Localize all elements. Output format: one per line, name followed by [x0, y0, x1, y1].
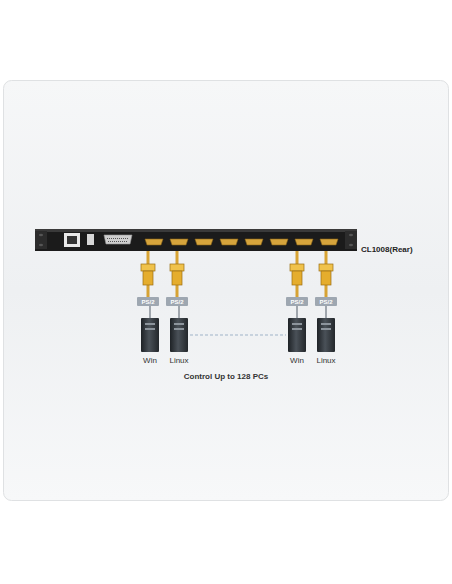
- caption-note: Control Up to 128 PCs: [184, 372, 268, 381]
- ps2-cable: [325, 306, 327, 318]
- port-tag: PS/2: [315, 297, 337, 306]
- cable-plugs: [141, 264, 333, 285]
- port-label: PS/2: [141, 299, 154, 305]
- drive-bay: [174, 328, 184, 330]
- ear-hole: [349, 234, 353, 237]
- pc-tower: Linux: [170, 318, 188, 352]
- rack-ear: [35, 231, 47, 249]
- port-tag: PS/2: [286, 297, 308, 306]
- console-port: [104, 235, 132, 244]
- port-label: PS/2: [170, 299, 183, 305]
- ear-hole: [349, 244, 353, 247]
- drive-bay: [174, 323, 184, 325]
- pc-tower: Win: [288, 318, 306, 352]
- port-pins: [107, 238, 129, 239]
- ps2-cable: [178, 306, 180, 318]
- pc-tower: Linux: [317, 318, 335, 352]
- kvm-switch: CL1008(Rear): [35, 229, 357, 251]
- power-switch: [87, 234, 94, 245]
- port-tag: PS/2: [166, 297, 188, 306]
- drive-bay: [145, 328, 155, 330]
- port-pins: [108, 241, 128, 242]
- port-label: PS/2: [290, 299, 303, 305]
- os-label: Win: [290, 356, 304, 365]
- os-label: Linux: [316, 356, 335, 365]
- rack-body: [35, 229, 357, 251]
- drive-bay: [321, 328, 331, 330]
- pc-tower: Win: [141, 318, 159, 352]
- port-label: PS/2: [319, 299, 332, 305]
- kvm-ports: [145, 239, 338, 245]
- power-socket-inner: [67, 236, 77, 244]
- power-socket: [64, 233, 80, 247]
- port-tag: PS/2: [137, 297, 159, 306]
- drive-bay: [145, 323, 155, 325]
- drive-bay: [321, 323, 331, 325]
- ps2-cable: [296, 306, 298, 318]
- dashed-link: [190, 335, 286, 336]
- rack-ear: [345, 231, 357, 249]
- drive-bay: [292, 328, 302, 330]
- os-label: Win: [143, 356, 157, 365]
- panel: [4, 81, 449, 501]
- ear-hole: [39, 234, 43, 237]
- model-label: CL1008(Rear): [361, 245, 413, 254]
- os-label: Linux: [169, 356, 188, 365]
- ear-hole: [39, 244, 43, 247]
- rack-edge: [35, 229, 357, 232]
- drive-bay: [292, 323, 302, 325]
- ps2-cable: [149, 306, 151, 318]
